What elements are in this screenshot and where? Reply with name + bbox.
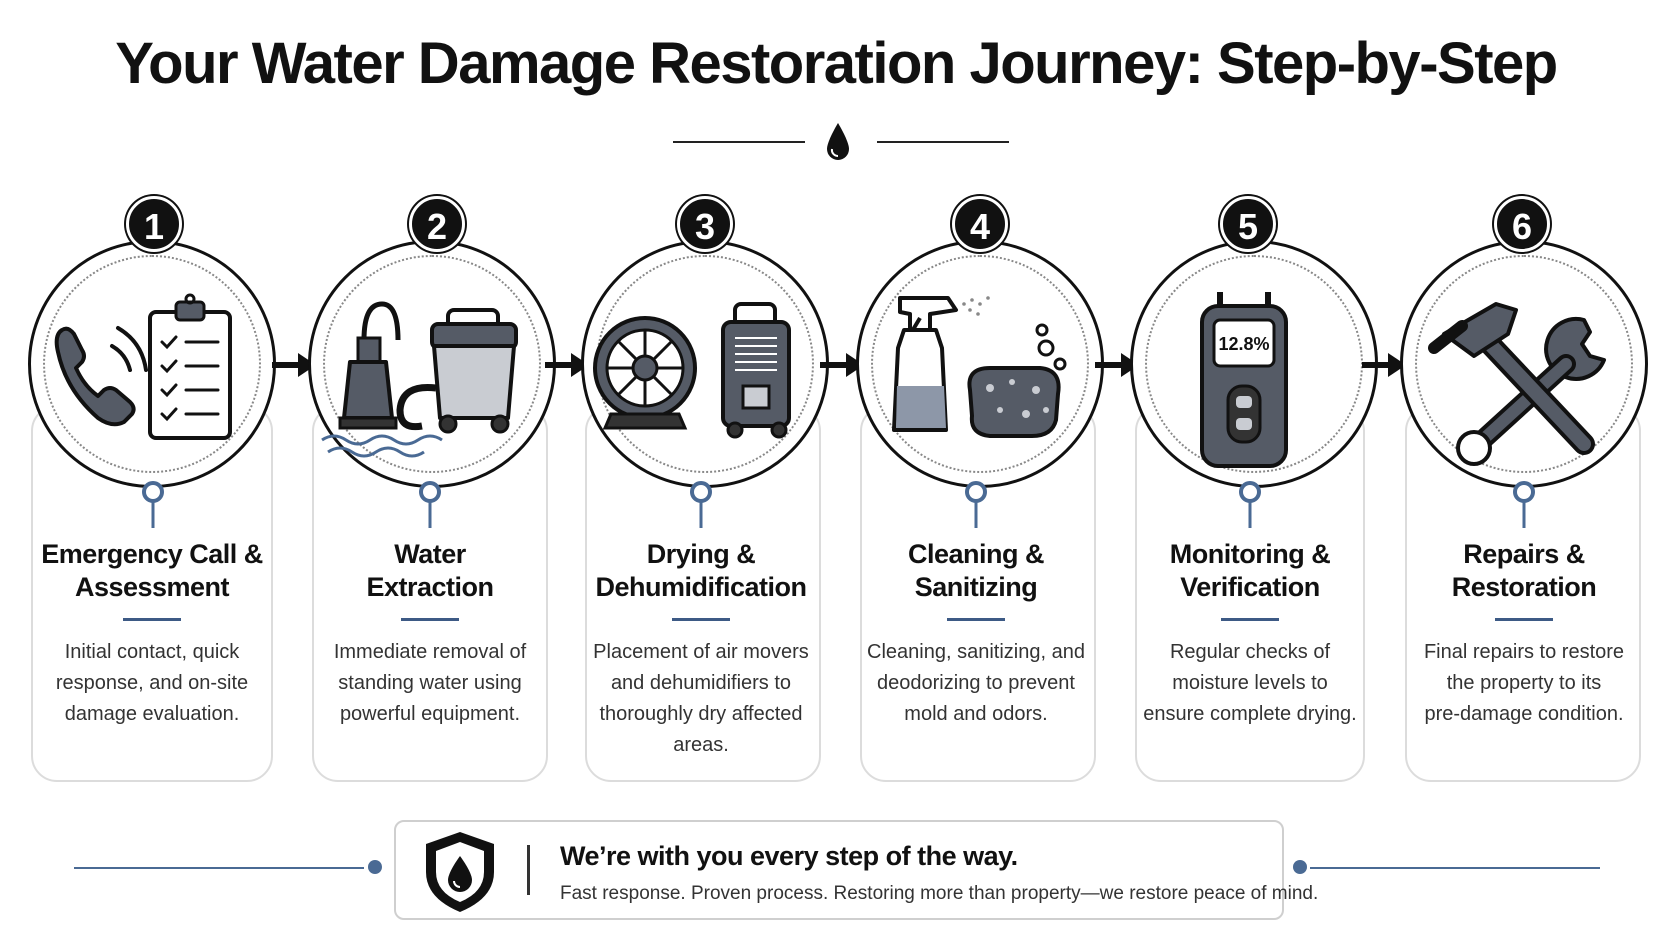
footer-separator	[527, 845, 530, 895]
wet-vacuum-icon	[396, 308, 518, 434]
step-number-4: 4	[952, 196, 1008, 252]
step-underline-3	[672, 618, 730, 621]
footer-line-right	[1310, 867, 1600, 869]
title-divider-left	[673, 141, 805, 143]
hammer-icon	[1428, 302, 1595, 455]
step-number-5: 5	[1220, 196, 1276, 252]
footer-subtext: Fast response. Proven process. Restoring…	[560, 883, 1319, 904]
clipboard-checklist-icon	[148, 293, 232, 440]
step-pin-5	[1239, 481, 1261, 528]
step-underline-2	[401, 618, 459, 621]
step-1-icons	[54, 293, 232, 440]
sponge-icon	[967, 323, 1067, 438]
step-pin-2	[419, 481, 441, 528]
step-underline-6	[1495, 618, 1553, 621]
footer-dot-left	[368, 860, 382, 874]
step-number-1: 1	[126, 196, 182, 252]
dehumidifier-icon	[721, 302, 791, 439]
footer-line-left	[74, 867, 364, 869]
phone-icon	[54, 326, 148, 427]
wrench-icon	[1456, 316, 1606, 466]
submersible-pump-icon	[338, 301, 401, 430]
step-6-icons	[1428, 302, 1606, 466]
footer-banner	[394, 820, 1284, 920]
step-number-2: 2	[409, 196, 465, 252]
step-3-icons	[593, 302, 791, 439]
step-underline-4	[947, 618, 1005, 621]
step-number-6: 6	[1494, 196, 1550, 252]
meter-reading: 12.8%	[1218, 334, 1269, 354]
spray-bottle-icon	[892, 296, 990, 432]
arrow-right-icon	[820, 353, 864, 377]
step-title-3: Drying &Dehumidification	[595, 539, 807, 602]
page-title: Your Water Damage Restoration Journey: S…	[115, 31, 1558, 96]
title-divider-right	[877, 141, 1009, 143]
step-pin-3	[690, 481, 712, 528]
step-number-3: 3	[677, 196, 733, 252]
arrow-right-icon	[545, 353, 589, 377]
step-underline-5	[1221, 618, 1279, 621]
step-title-6: Repairs &Restoration	[1451, 539, 1597, 602]
step-pin-4	[965, 481, 987, 528]
step-4-icons	[892, 296, 1067, 438]
step-2-icons	[321, 301, 518, 458]
air-mover-fan-icon	[593, 316, 697, 430]
water-waves-icon	[321, 434, 443, 458]
shield-water-drop-icon	[426, 832, 494, 912]
moisture-meter-icon: 12.8%	[1200, 292, 1288, 468]
step-title-1: Emergency Call &Assessment	[41, 539, 263, 602]
arrow-right-icon	[272, 353, 316, 377]
step-pin-1	[142, 481, 164, 528]
step-underline-1	[123, 618, 181, 621]
arrow-right-icon	[1362, 353, 1406, 377]
step-5-icons: 12.8%	[1200, 292, 1288, 468]
step-title-5: Monitoring &Verification	[1169, 539, 1331, 602]
footer-dot-right	[1293, 860, 1307, 874]
step-pin-6	[1513, 481, 1535, 528]
water-drop-icon	[827, 123, 849, 160]
footer-headline: We’re with you every step of the way.	[560, 841, 1018, 871]
step-title-4: Cleaning &Sanitizing	[907, 539, 1045, 602]
